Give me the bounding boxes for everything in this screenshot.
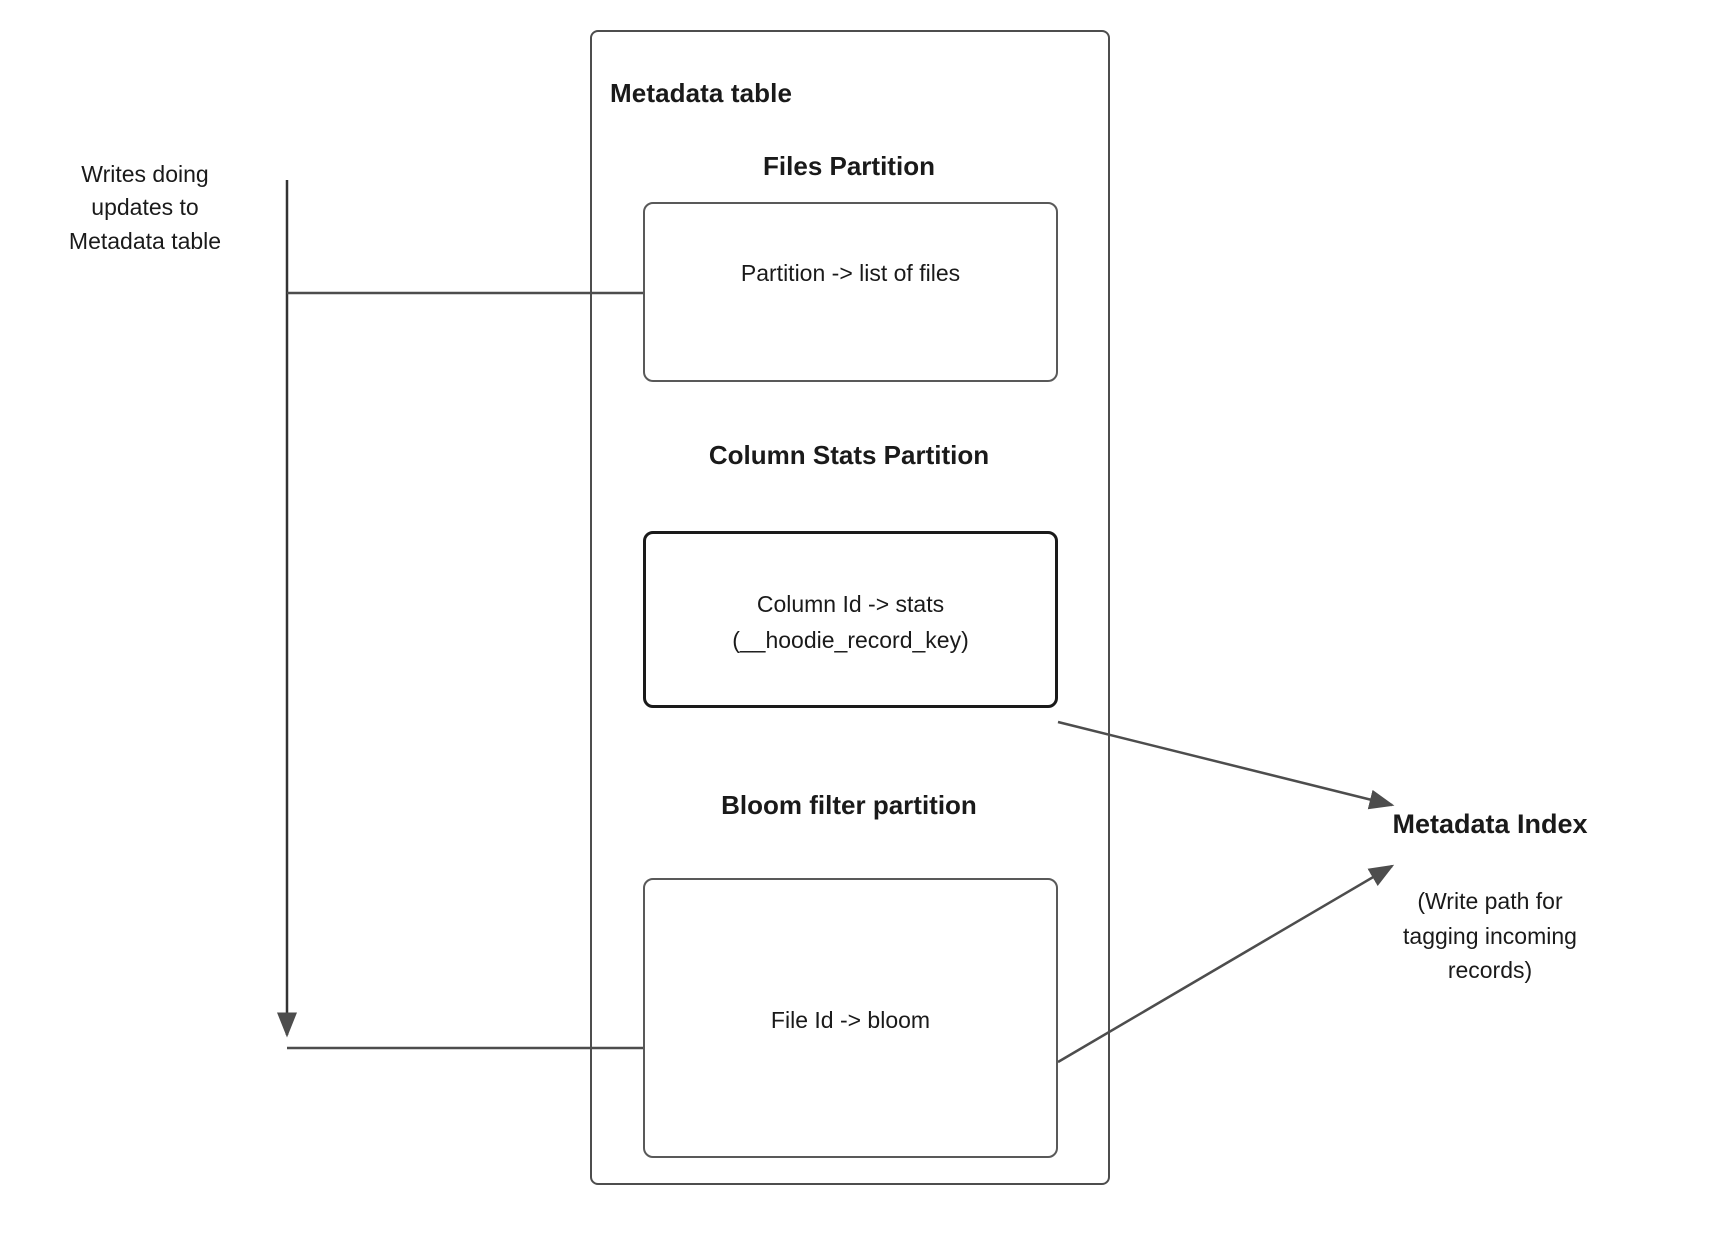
metadata-table-title: Metadata table	[610, 78, 793, 108]
files-partition-box-label: Partition -> list of files	[740, 260, 961, 287]
writes-source-label: Writes doing updates to Metadata table	[68, 161, 222, 254]
metadata-index-title: Metadata Index	[1392, 809, 1588, 839]
column-stats-partition-box-label: Column Id -> stats (__hoodie_record_key)	[732, 590, 969, 653]
metadata-index-subtitle: (Write path for tagging incoming records…	[1403, 888, 1577, 983]
column-stats-partition-box: Column Id -> stats (__hoodie_record_key)	[643, 531, 1058, 708]
bloom-filter-partition-heading: Bloom filter partition	[721, 790, 977, 820]
files-partition-heading: Files Partition	[763, 151, 935, 181]
bloom-filter-partition-box-label: File Id -> bloom	[770, 1007, 931, 1034]
bloom-filter-partition-box: File Id -> bloom	[643, 878, 1058, 1158]
metadata-table-container	[590, 30, 1110, 1185]
column-stats-partition-heading: Column Stats Partition	[708, 440, 990, 470]
files-partition-box: Partition -> list of files	[643, 202, 1058, 382]
